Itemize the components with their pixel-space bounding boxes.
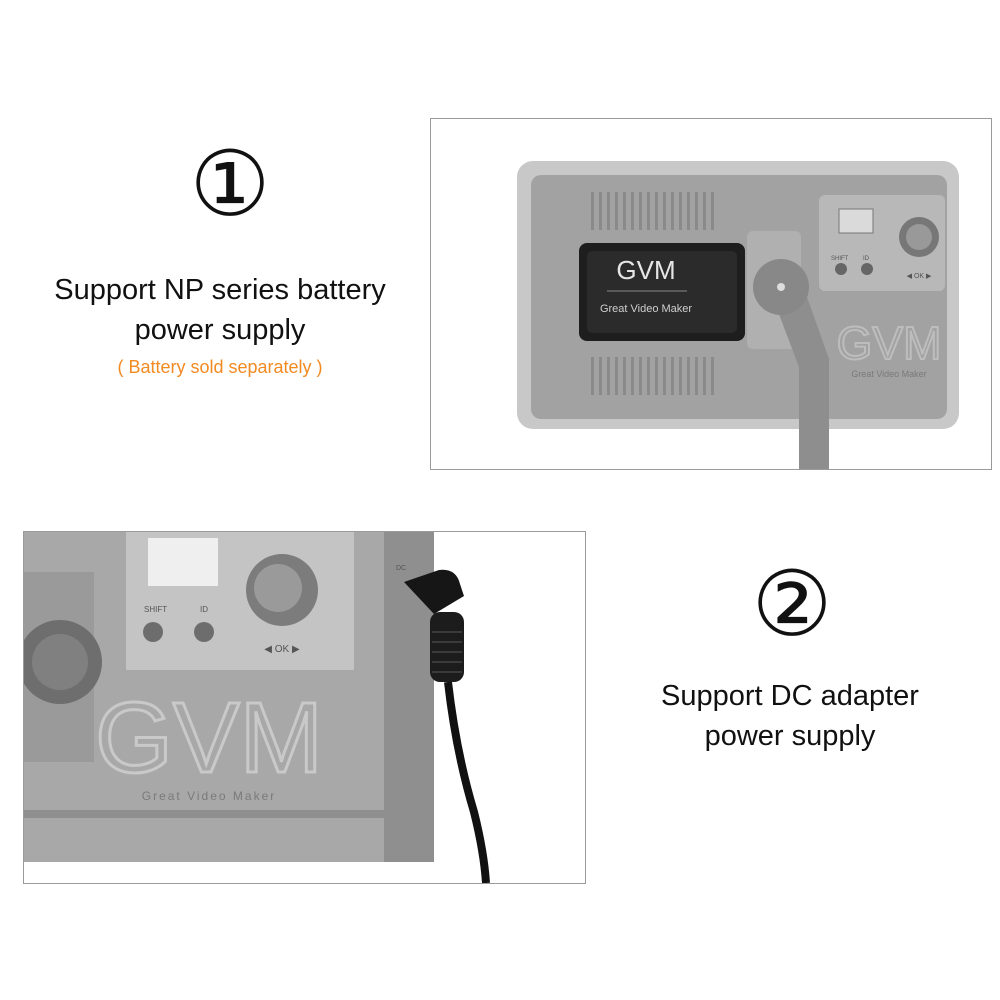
shift-label: SHIFT (144, 605, 167, 614)
knob-label: ◀ OK ▶ (264, 644, 300, 655)
panel-logo: GVM (95, 682, 323, 794)
dc-adapter-photo-frame: SHIFT ID ◀ OK ▶ GVM Great Video Maker DC (23, 531, 586, 884)
id-label: ID (863, 256, 870, 262)
panel-tagline: Great Video Maker (142, 789, 277, 803)
dc-support-caption: Support DC adapter power supply (620, 676, 960, 756)
panel-logo: GVM (837, 317, 942, 369)
shift-button (143, 622, 163, 642)
top-vents (591, 192, 714, 230)
step-number-1: ① (189, 132, 271, 237)
dc-caption-line1: Support DC adapter (661, 680, 919, 712)
step-number-2: ② (751, 552, 833, 657)
display-screen (838, 208, 874, 234)
knob-label: ◀ OK ▶ (907, 273, 932, 280)
battery-photo: GVM Great Video Maker SHIFT ID ◀ OK ▶ GV… (517, 161, 959, 469)
dc-adapter-photo: SHIFT ID ◀ OK ▶ GVM Great Video Maker DC (24, 532, 490, 883)
mount-arm (777, 279, 829, 469)
shift-button (835, 263, 847, 275)
battery-tagline: Great Video Maker (600, 303, 692, 315)
dc-port-label: DC (396, 565, 406, 572)
dc-caption-line2: power supply (704, 720, 876, 752)
display-screen (148, 538, 218, 586)
id-button (194, 622, 214, 642)
dc-plug (404, 569, 464, 682)
bottom-vents (591, 357, 714, 395)
id-label: ID (200, 605, 208, 614)
battery-brand: GVM (616, 255, 675, 285)
battery-photo-frame: GVM Great Video Maker SHIFT ID ◀ OK ▶ GV… (430, 118, 992, 470)
battery-caption-line1: Support NP series battery (54, 274, 386, 306)
id-button (861, 263, 873, 275)
panel-tagline: Great Video Maker (851, 369, 926, 379)
dc-cable (444, 681, 490, 883)
battery-caption-line2: power supply (134, 314, 306, 346)
battery-support-caption: Support NP series battery power supply (20, 270, 420, 350)
shift-label: SHIFT (831, 256, 849, 262)
np-battery: GVM Great Video Maker (579, 243, 745, 341)
battery-sold-separately-note: ( Battery sold separately ) (117, 357, 323, 377)
